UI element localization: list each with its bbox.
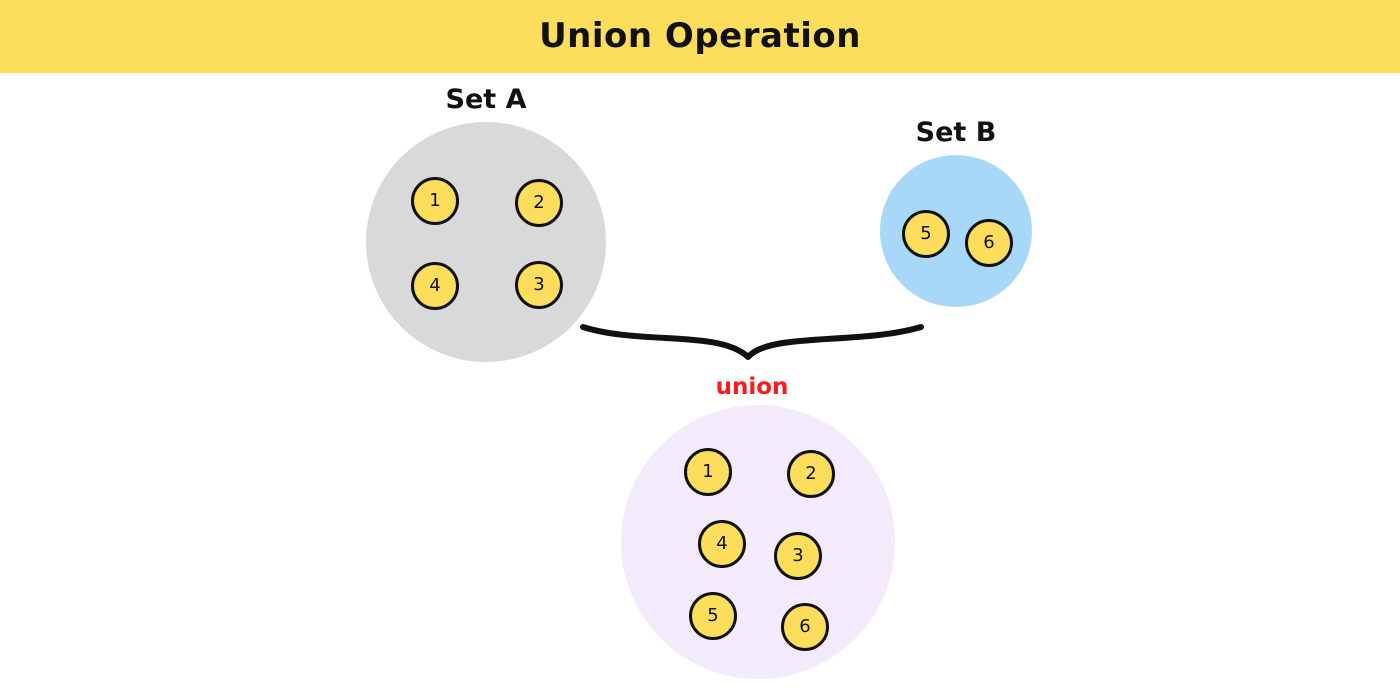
set-a-circle — [366, 122, 606, 362]
title-banner — [0, 0, 1400, 73]
set-b-element: 6 — [965, 219, 1013, 267]
set-b-element: 5 — [902, 210, 950, 258]
set-b-label: Set B — [915, 117, 997, 148]
set-a-label: Set A — [445, 84, 527, 115]
union-label: union — [715, 374, 789, 400]
union-element: 5 — [689, 592, 737, 640]
union-element: 3 — [774, 532, 822, 580]
set-a-element: 1 — [411, 177, 459, 225]
set-a-element: 2 — [515, 179, 563, 227]
page-title: Union Operation — [539, 16, 861, 56]
union-element: 6 — [781, 603, 829, 651]
set-a-element: 3 — [515, 261, 563, 309]
union-element: 2 — [787, 450, 835, 498]
union-element: 1 — [684, 448, 732, 496]
set-a-element: 4 — [411, 262, 459, 310]
union-element: 4 — [698, 520, 746, 568]
union-circle — [621, 405, 895, 679]
